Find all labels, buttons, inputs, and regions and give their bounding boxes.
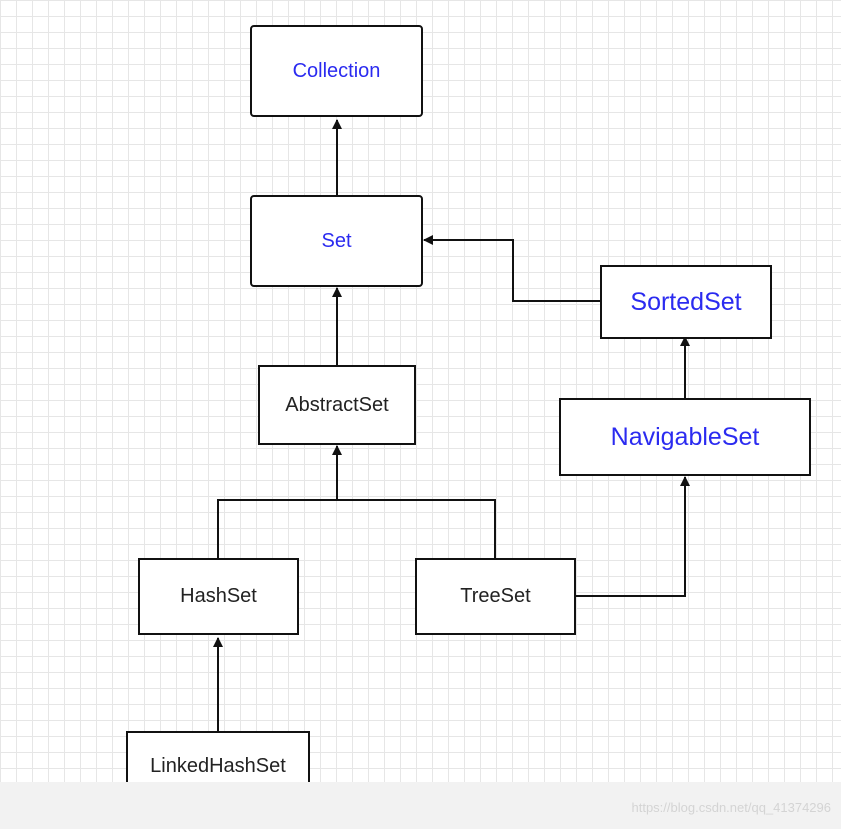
node-navigableset-label: NavigableSet — [610, 422, 760, 451]
node-linkedhashset-label: LinkedHashSet — [150, 755, 286, 777]
node-hashset-label: HashSet — [180, 585, 257, 607]
node-collection-label: Collection — [292, 59, 381, 82]
node-sortedset-label: SortedSet — [630, 287, 742, 316]
edge-treeset-branch — [337, 499, 496, 558]
node-treeset: TreeSet — [415, 558, 576, 635]
node-abstractset: AbstractSet — [258, 365, 416, 445]
node-sortedset: SortedSet — [600, 265, 772, 339]
node-treeset-label: TreeSet — [460, 585, 531, 607]
node-set-label: Set — [321, 229, 352, 252]
node-abstractset-label: AbstractSet — [285, 393, 389, 416]
edge-hashset-branch — [217, 499, 337, 558]
node-set: Set — [250, 195, 423, 287]
node-navigableset: NavigableSet — [559, 398, 811, 476]
node-hashset: HashSet — [138, 558, 299, 635]
node-collection: Collection — [250, 25, 423, 117]
watermark: https://blog.csdn.net/qq_41374296 — [631, 800, 832, 815]
edge-sortedset-to-set — [423, 235, 600, 302]
edge-treeset-to-navigableset — [575, 476, 690, 597]
footer-bar — [0, 782, 841, 829]
